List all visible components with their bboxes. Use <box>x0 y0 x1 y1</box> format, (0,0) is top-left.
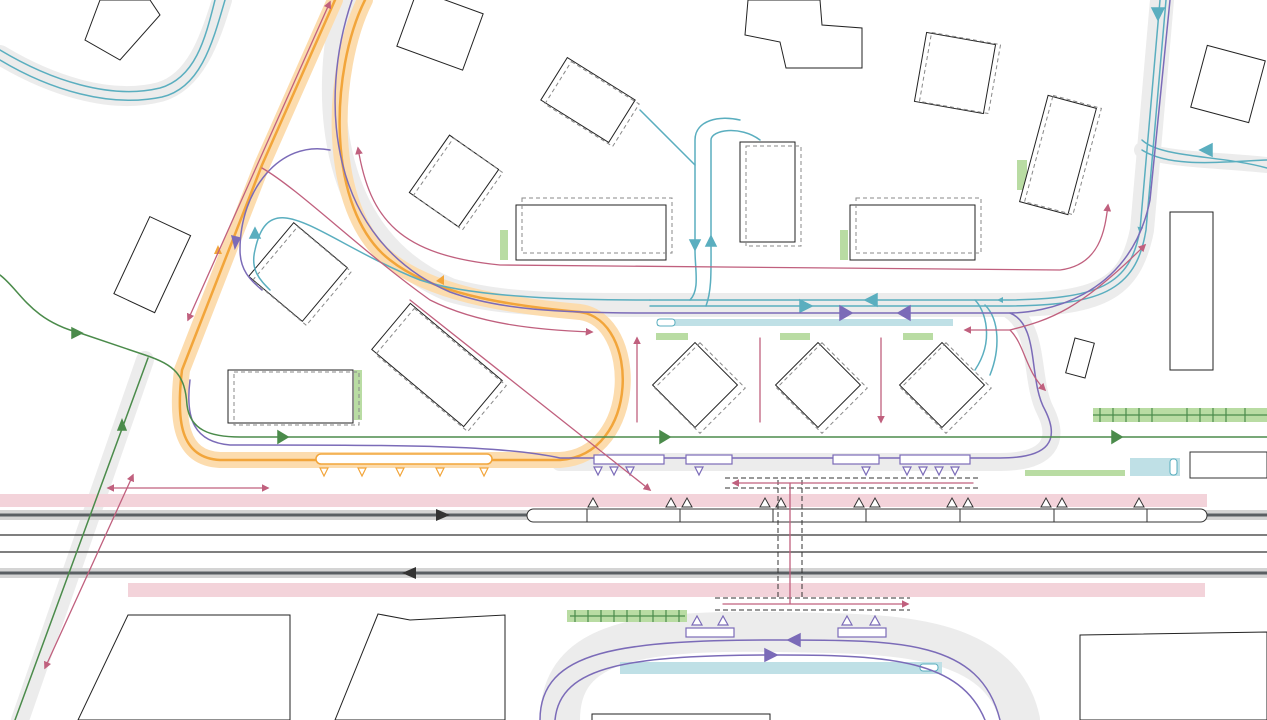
platform-south <box>128 583 1205 597</box>
orange-stop-triangles <box>319 467 489 478</box>
purple-bus-route <box>188 0 1171 720</box>
bus-bay <box>657 319 953 326</box>
orange-stop-platform <box>315 453 493 465</box>
purple-stops <box>593 454 971 638</box>
arrow-icon <box>402 567 416 579</box>
bike-rack-icon <box>570 408 1267 622</box>
arrow-icon <box>436 275 444 285</box>
rail-tracks <box>0 477 1267 611</box>
bus-bay <box>1130 458 1180 476</box>
bike-path <box>0 274 1267 720</box>
train <box>526 508 1208 523</box>
arrow-icon <box>436 509 450 521</box>
bus-bay <box>620 662 942 674</box>
platform-north <box>0 494 1207 507</box>
parked-bus <box>1189 451 1267 479</box>
pedestrian-links <box>44 0 1147 670</box>
